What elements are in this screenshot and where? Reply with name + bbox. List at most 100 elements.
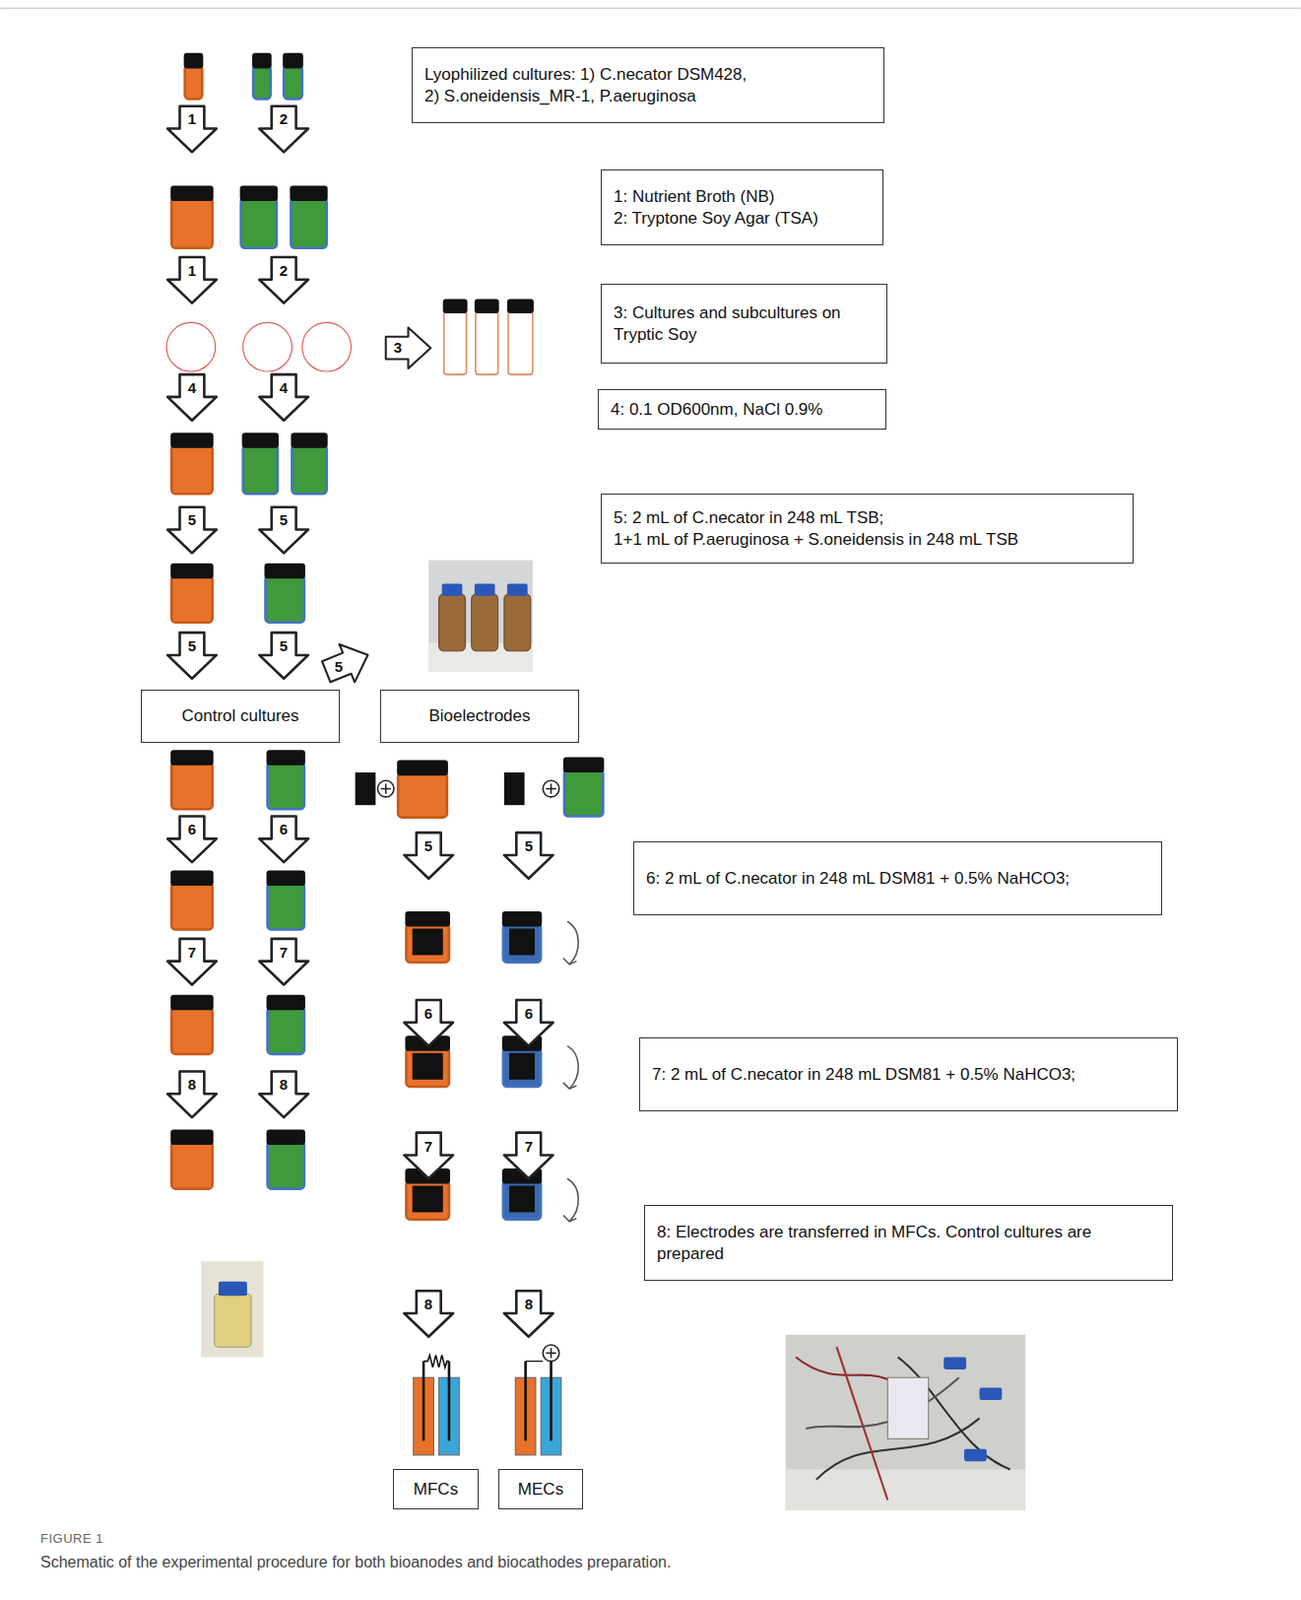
box-text: 5: 2 mL of C.necator in 248 mL TSB; <box>613 507 1121 528</box>
bottle-cap <box>184 53 204 69</box>
culture-bottle <box>171 197 212 249</box>
photo-cap <box>442 583 463 595</box>
step-number: 6 <box>418 1003 439 1024</box>
step-number: 2 <box>273 260 294 281</box>
electrode <box>509 928 535 956</box>
step-number: 8 <box>273 1074 294 1095</box>
figure-caption: Schematic of the experimental procedure … <box>40 1553 671 1571</box>
step-arrow <box>167 1071 217 1118</box>
figure-label: FIGURE 1 <box>40 1530 104 1546</box>
box-text: 8: Electrodes are transferred in MFCs. C… <box>656 1221 1161 1264</box>
culture-bottle <box>171 445 212 495</box>
bottle-cap <box>170 869 214 886</box>
step-arrow <box>403 999 454 1046</box>
culture-bottle <box>503 1179 541 1219</box>
culture-bottle <box>290 197 326 249</box>
culture-bottle <box>241 197 277 249</box>
resistor-symbol <box>423 1354 450 1367</box>
step-number: 1 <box>182 109 202 130</box>
photo-bottle <box>439 593 466 651</box>
stage-box: Control cultures <box>140 689 340 743</box>
step-arrow <box>403 1132 454 1179</box>
step-note-box: Lyophilized cultures: 1) C.necator DSM42… <box>411 47 885 124</box>
culture-bottle <box>267 1006 305 1054</box>
step-note-box: 6: 2 mL of C.necator in 248 mL DSM81 + 0… <box>633 841 1163 915</box>
step-number: 8 <box>182 1074 202 1095</box>
photo-cap <box>474 583 496 595</box>
tube-cap <box>474 298 500 314</box>
step-number: 6 <box>182 819 202 840</box>
electrode <box>412 1052 444 1080</box>
culture-bottle <box>564 769 603 817</box>
electrode-wire <box>523 1361 527 1441</box>
bottle-cap <box>170 563 214 580</box>
electrode <box>412 1185 444 1213</box>
step-note-box: 3: Cultures and subcultures on Tryptic S… <box>600 283 888 364</box>
box-text: Bioelectrodes <box>392 705 567 726</box>
bottle-cap <box>252 53 272 69</box>
stage-box: Bioelectrodes <box>380 689 580 743</box>
step-arrow <box>259 106 309 153</box>
plus-symbol <box>550 1347 553 1358</box>
bottle-cap <box>240 186 278 202</box>
bottle-cap <box>290 432 327 449</box>
culture-tube <box>475 311 499 375</box>
carbon-electrode <box>504 772 525 805</box>
box-text: MECs <box>511 1478 571 1499</box>
photo-wire <box>805 1376 959 1429</box>
electrode <box>509 1185 535 1213</box>
culture-bottle <box>405 922 450 962</box>
step-arrow <box>167 507 217 554</box>
step-number: 4 <box>273 378 294 398</box>
step-number: 5 <box>519 836 539 856</box>
transfer-arrowhead <box>563 1082 577 1089</box>
step-number: 5 <box>182 510 202 530</box>
photo-cap <box>218 1281 248 1297</box>
photo-bottle <box>214 1293 252 1347</box>
step-note-box: 8: Electrodes are transferred in MFCs. C… <box>644 1204 1173 1281</box>
bottle-cap <box>563 757 604 774</box>
box-text: 4: 0.1 OD600nm, NaCl 0.9% <box>610 398 874 420</box>
box-text: 1: Nutrient Broth (NB) <box>613 186 871 207</box>
step-arrow <box>167 816 217 863</box>
step-number: 8 <box>519 1294 539 1314</box>
step-number: 6 <box>273 819 294 840</box>
step-arrow <box>386 326 432 368</box>
culture-bottle <box>265 575 305 623</box>
plus-symbol <box>542 1344 560 1362</box>
electrode <box>412 928 444 956</box>
box-text: 1+1 mL of P.aeruginosa + S.oneidensis in… <box>613 528 1121 550</box>
electrode-wire <box>525 1360 544 1362</box>
bottle-cap <box>170 432 214 449</box>
culture-bottle <box>397 772 448 818</box>
culture-bottle <box>503 922 541 962</box>
step-number: 4 <box>182 378 202 398</box>
step-arrow <box>403 1290 454 1337</box>
electrode-wire <box>549 1361 553 1441</box>
photo-cap <box>943 1357 967 1369</box>
step-number: 7 <box>418 1136 439 1157</box>
photo <box>200 1260 263 1357</box>
stage-box: MFCs <box>392 1468 479 1509</box>
culture-bottle <box>185 65 203 99</box>
step-number: 5 <box>418 836 439 856</box>
carbon-electrode <box>355 772 377 805</box>
bottle-cap <box>170 749 214 766</box>
step-note-box: 4: 0.1 OD600nm, NaCl 0.9% <box>597 389 887 430</box>
step-arrow <box>259 1071 309 1118</box>
bottle-cap <box>263 563 305 580</box>
photo-cap <box>979 1387 1003 1400</box>
step-arrow <box>167 374 217 421</box>
plus-symbol <box>385 782 388 793</box>
step-arrow <box>167 938 217 985</box>
box-text: 3: Cultures and subcultures on Tryptic S… <box>613 302 875 345</box>
step-note-box: 5: 2 mL of C.necator in 248 mL TSB;1+1 m… <box>600 493 1134 564</box>
bottle-cap <box>266 749 306 766</box>
petri-dish <box>166 322 216 372</box>
photo <box>785 1334 1026 1510</box>
step-note-box: 7: 2 mL of C.necator in 248 mL DSM81 + 0… <box>639 1037 1178 1111</box>
bottle-cap <box>266 1129 306 1146</box>
culture-bottle <box>243 445 278 495</box>
electrode <box>509 1052 535 1080</box>
culture-bottle <box>253 65 271 99</box>
